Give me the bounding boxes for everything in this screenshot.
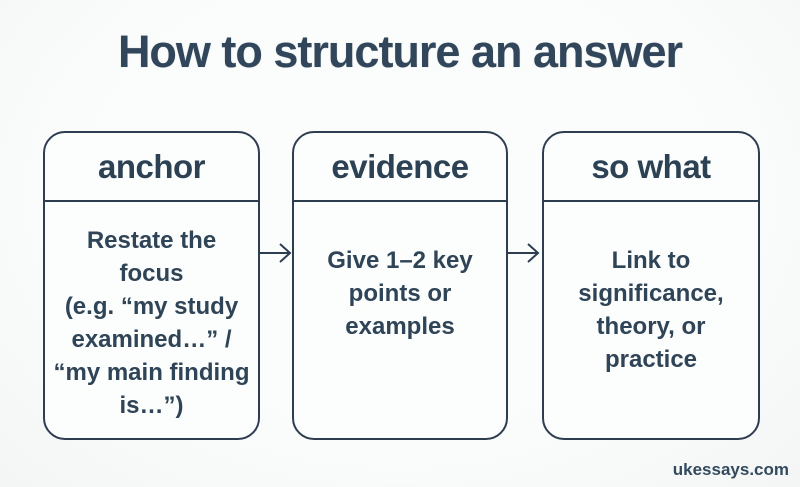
watermark: ukessays.com bbox=[672, 460, 789, 479]
flow-box-evidence-body: Give 1–2 key points or examples bbox=[327, 247, 473, 340]
flow-box-anchor-body: Restate the focus (e.g. “my study examin… bbox=[53, 227, 250, 419]
flow-box-evidence-header: evidence bbox=[294, 133, 506, 202]
page-title: How to structure an answer bbox=[117, 26, 683, 77]
flow-box-anchor-header: anchor bbox=[45, 133, 258, 202]
flow-box-anchor: anchor Restate the focus (e.g. “my study… bbox=[43, 131, 260, 440]
flow-box-so-what: so what Link to significance, theory, or… bbox=[542, 131, 760, 440]
arrow-right-icon bbox=[507, 243, 540, 263]
arrow-right-icon bbox=[259, 243, 292, 263]
flow-box-so-what-body: Link to significance, theory, or practic… bbox=[578, 247, 724, 373]
flow-box-evidence: evidence Give 1–2 key points or examples bbox=[292, 131, 508, 440]
flow-box-so-what-header: so what bbox=[544, 133, 758, 202]
